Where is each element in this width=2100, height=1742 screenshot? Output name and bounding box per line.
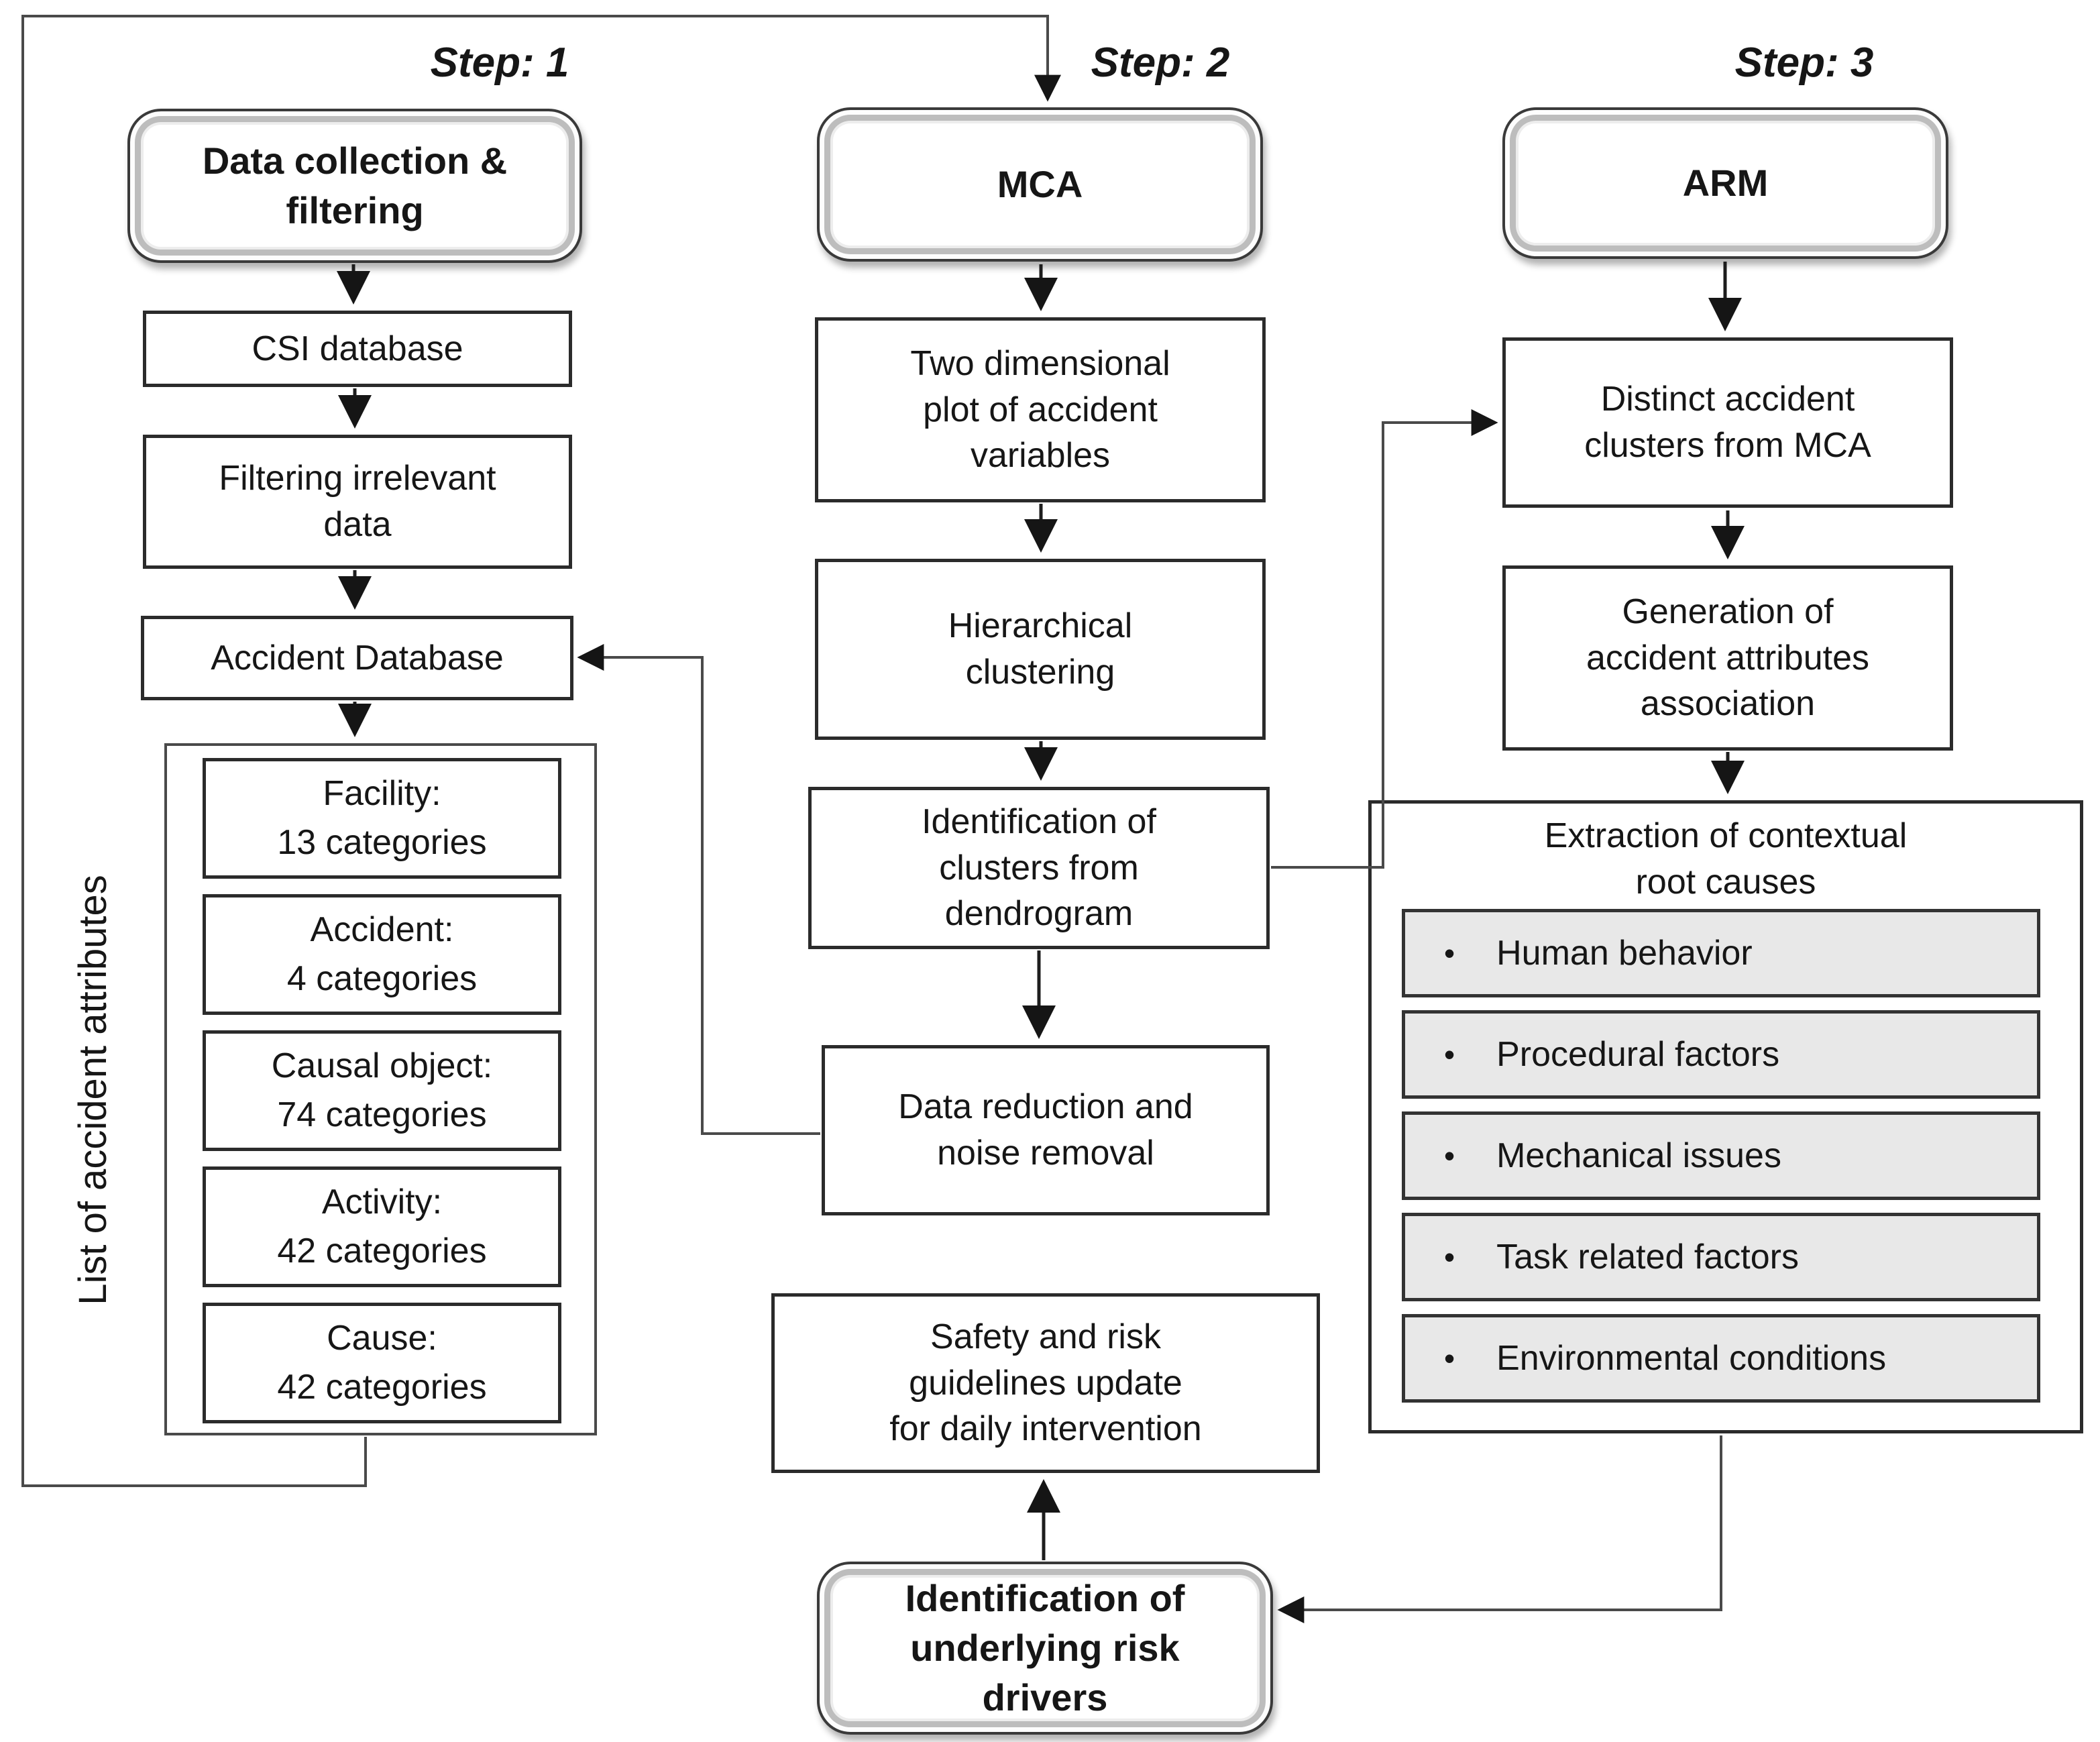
extraction-root-causes-title: Extraction of contextual root causes <box>1544 816 1908 902</box>
root-cause-human-behavior: • Human behavior <box>1402 909 2040 997</box>
root-cause-label: Procedural factors <box>1496 1035 1780 1074</box>
attribute-causal-object-name: Causal object: <box>271 1046 493 1086</box>
attribute-cause-count: 42 categories <box>277 1368 487 1407</box>
attribute-accident-name: Accident: <box>310 910 454 950</box>
connector-datareduction-to-accidentdb <box>577 644 820 1135</box>
distinct-clusters-box: Distinct accident clusters from MCA <box>1502 337 1953 508</box>
arm-box: ARM <box>1502 107 1948 259</box>
step1-heading: Step: 1 <box>430 40 569 86</box>
root-cause-procedural-factors: • Procedural factors <box>1402 1010 2040 1099</box>
two-dimensional-plot-box: Two dimensional plot of accident variabl… <box>815 317 1266 502</box>
bullet-icon: • <box>1444 1138 1455 1173</box>
root-cause-mechanical-issues: • Mechanical issues <box>1402 1111 2040 1200</box>
bullet-icon: • <box>1444 1037 1455 1072</box>
data-reduction-box: Data reduction and noise removal <box>822 1045 1270 1215</box>
attribute-cause: Cause: 42 categories <box>203 1303 561 1423</box>
attribute-accident: Accident: 4 categories <box>203 894 561 1015</box>
root-cause-label: Mechanical issues <box>1496 1136 1781 1175</box>
attribute-cause-name: Cause: <box>327 1319 437 1358</box>
accident-database-box: Accident Database <box>141 616 573 700</box>
bullet-icon: • <box>1444 1240 1455 1274</box>
generation-association-box: Generation of accident attributes associ… <box>1502 565 1953 751</box>
bullet-icon: • <box>1444 936 1455 971</box>
root-cause-task-related-factors: • Task related factors <box>1402 1213 2040 1301</box>
attribute-facility-name: Facility: <box>323 774 441 814</box>
root-cause-environmental-conditions: • Environmental conditions <box>1402 1314 2040 1403</box>
root-cause-label: Task related factors <box>1496 1238 1799 1276</box>
attribute-list-side-label: List of accident attributes <box>71 875 115 1305</box>
step2-heading: Step: 2 <box>1091 40 1230 86</box>
risk-drivers-box: Identification of underlying risk driver… <box>817 1562 1273 1735</box>
attribute-activity-name: Activity: <box>321 1183 443 1222</box>
attribute-activity-count: 42 categories <box>277 1232 487 1270</box>
attribute-facility: Facility: 13 categories <box>203 758 561 879</box>
attribute-activity: Activity: 42 categories <box>203 1166 561 1287</box>
hierarchical-clustering-box: Hierarchical clustering <box>815 559 1266 740</box>
connector-extraction-to-riskdrivers <box>1277 1435 1722 1623</box>
attribute-causal-object-count: 74 categories <box>277 1095 487 1134</box>
bullet-icon: • <box>1444 1341 1455 1376</box>
attribute-causal-object: Causal object: 74 categories <box>203 1030 561 1151</box>
root-cause-label: Human behavior <box>1496 934 1753 973</box>
csi-database-box: CSI database <box>143 311 572 387</box>
mca-box: MCA <box>817 107 1263 262</box>
data-collection-box: Data collection & filtering <box>127 109 582 263</box>
safety-guidelines-box: Safety and risk guidelines update for da… <box>771 1293 1320 1473</box>
step3-heading: Step: 3 <box>1734 40 1874 86</box>
dendrogram-clusters-box: Identification of clusters from dendrogr… <box>808 787 1270 949</box>
attribute-accident-count: 4 categories <box>286 959 478 998</box>
root-cause-label: Environmental conditions <box>1496 1339 1887 1378</box>
attribute-facility-count: 13 categories <box>277 823 487 862</box>
filtering-irrelevant-data-box: Filtering irrelevant data <box>143 435 572 569</box>
